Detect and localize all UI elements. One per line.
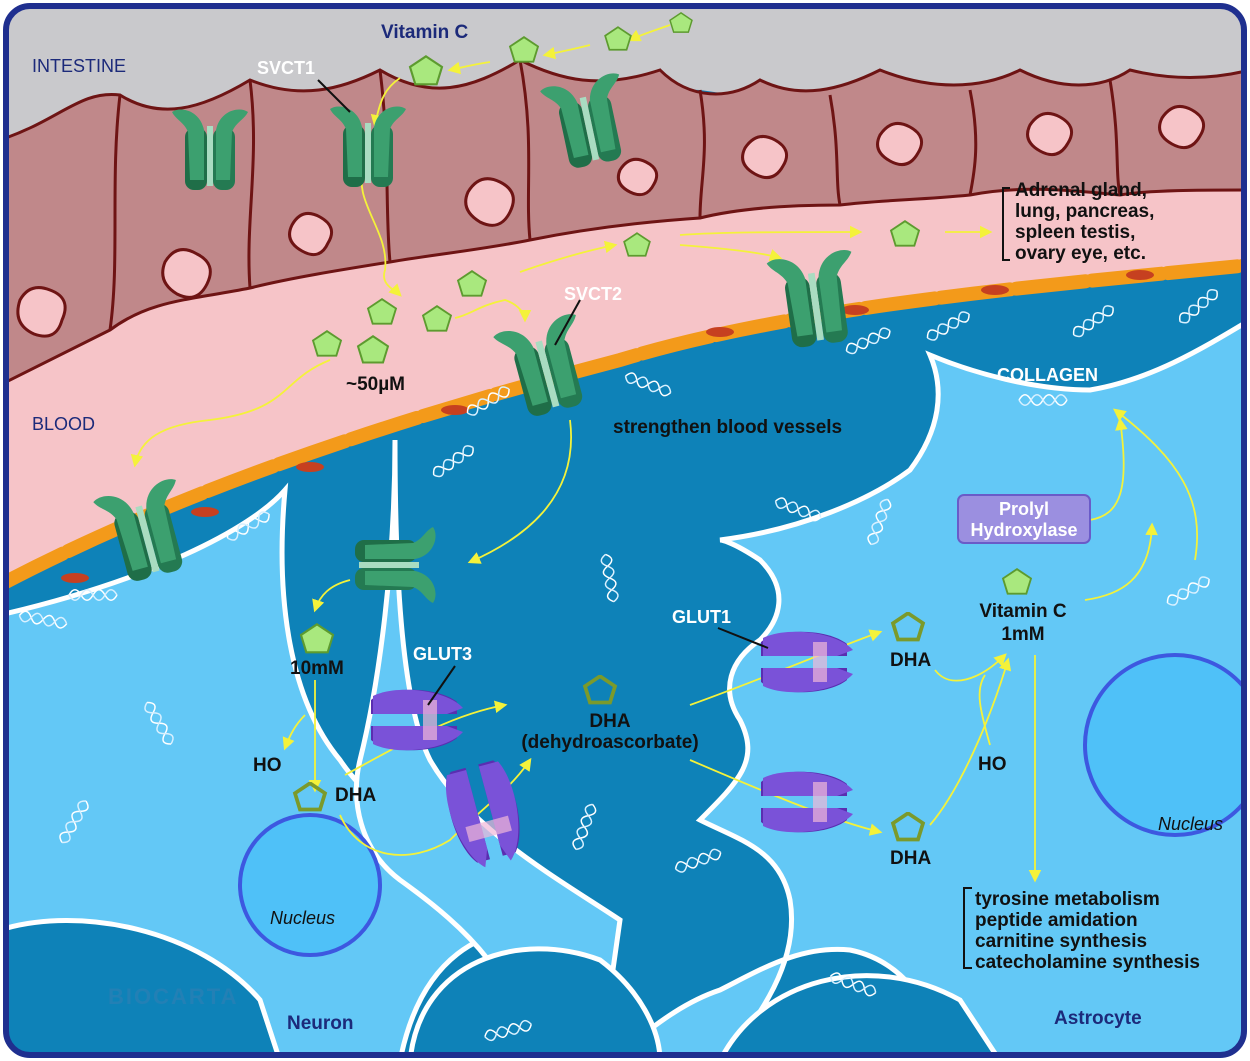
organ-line-1: Adrenal gland, bbox=[1015, 180, 1147, 201]
glut3-label: GLUT3 bbox=[413, 644, 472, 664]
function-line-2: peptide amidation bbox=[975, 910, 1138, 931]
enzyme-label-line1: Prolyl bbox=[999, 499, 1049, 519]
vitamin-c-label-top: Vitamin C bbox=[381, 22, 469, 43]
astrocyte-dha-label-top: DHA bbox=[890, 650, 931, 671]
enzyme-label-line2: Hydroxylase bbox=[970, 520, 1077, 540]
dha-center-label: DHA bbox=[589, 711, 630, 732]
intestine-label: INTESTINE bbox=[32, 56, 126, 76]
organ-line-2: lung, pancreas, bbox=[1015, 201, 1154, 222]
biocarta-watermark: BIOCARTA bbox=[108, 984, 238, 1009]
svct2-label: SVCT2 bbox=[564, 284, 622, 304]
organ-line-4: ovary eye, etc. bbox=[1015, 243, 1146, 264]
dha-center-sublabel: (dehydroascorbate) bbox=[521, 732, 698, 753]
neuron-label: Neuron bbox=[287, 1013, 354, 1034]
organ-line-3: spleen testis, bbox=[1015, 222, 1135, 243]
astrocyte-label: Astrocyte bbox=[1054, 1008, 1142, 1029]
function-line-4: catecholamine synthesis bbox=[975, 952, 1200, 973]
blood-concentration-label: ~50µM bbox=[346, 374, 405, 395]
astrocyte-ho-label: HO bbox=[978, 754, 1007, 775]
astrocyte-concentration-label: 1mM bbox=[1001, 624, 1044, 645]
neuron-nucleus-label: Nucleus bbox=[270, 908, 335, 928]
neuron-nucleus bbox=[240, 815, 380, 955]
astrocyte-vitamin-c-label: Vitamin C bbox=[979, 601, 1067, 622]
astrocyte-nucleus bbox=[1085, 655, 1250, 835]
blood-label: BLOOD bbox=[32, 414, 95, 434]
neuron-concentration-label: 10mM bbox=[290, 658, 344, 679]
neuron-ho-label: HO bbox=[253, 755, 282, 776]
strengthen-note: strengthen blood vessels bbox=[613, 417, 842, 438]
astrocyte-nucleus-label: Nucleus bbox=[1158, 814, 1223, 834]
collagen-label: COLLAGEN bbox=[997, 365, 1098, 385]
neuron-dha-label: DHA bbox=[335, 785, 376, 806]
function-line-1: tyrosine metabolism bbox=[975, 889, 1160, 910]
astrocyte-dha-label-bottom: DHA bbox=[890, 848, 931, 869]
svct1-label: SVCT1 bbox=[257, 58, 315, 78]
glut1-label: GLUT1 bbox=[672, 607, 731, 627]
function-line-3: carnitine synthesis bbox=[975, 931, 1147, 952]
